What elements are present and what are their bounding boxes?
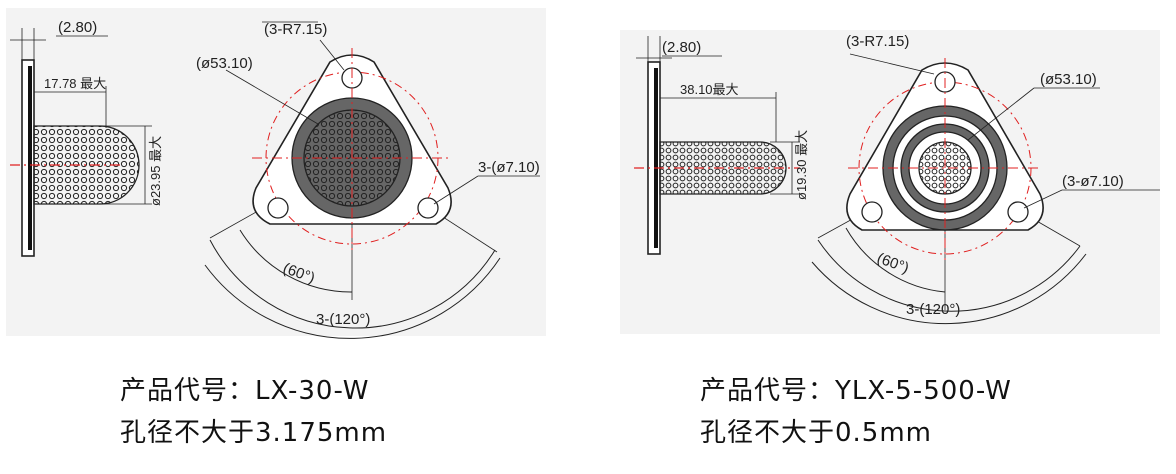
left-tube-diameter-label: ø23.95 最大 <box>148 136 163 206</box>
left-product-code: 产品代号：LX-30-W <box>120 376 370 406</box>
left-length-label: 17.78 最大 <box>44 76 106 91</box>
right-side-view <box>634 36 800 255</box>
right-angle-120-label: 3-(120°) <box>906 301 960 318</box>
left-corner-radius-label: (3-R7.15) <box>264 21 327 38</box>
right-bolt-circle-label: (ø53.10) <box>1040 71 1097 88</box>
right-front-view <box>811 53 1160 325</box>
left-angle-120-label: 3-(120°) <box>316 311 370 328</box>
right-tube-diameter-label: ø19.30 最大 <box>794 130 809 200</box>
right-corner-radius-label: (3-R7.15) <box>846 33 909 50</box>
left-thickness-label: (2.80) <box>58 19 97 36</box>
left-front-view <box>204 21 540 339</box>
right-thickness-label: (2.80) <box>662 39 701 56</box>
left-hole-size: 孔径不大于3.175mm <box>120 418 388 448</box>
right-product-code: 产品代号：YLX-5-500-W <box>700 376 1012 406</box>
left-side-view <box>10 28 152 257</box>
left-holes-label: 3-(ø7.10) <box>478 159 540 176</box>
right-hole-size: 孔径不大于0.5mm <box>700 418 933 448</box>
right-length-label: 38.10最大 <box>680 82 739 97</box>
left-bolt-circle-label: (ø53.10) <box>196 55 253 72</box>
right-holes-label: (3-ø7.10) <box>1062 173 1124 190</box>
